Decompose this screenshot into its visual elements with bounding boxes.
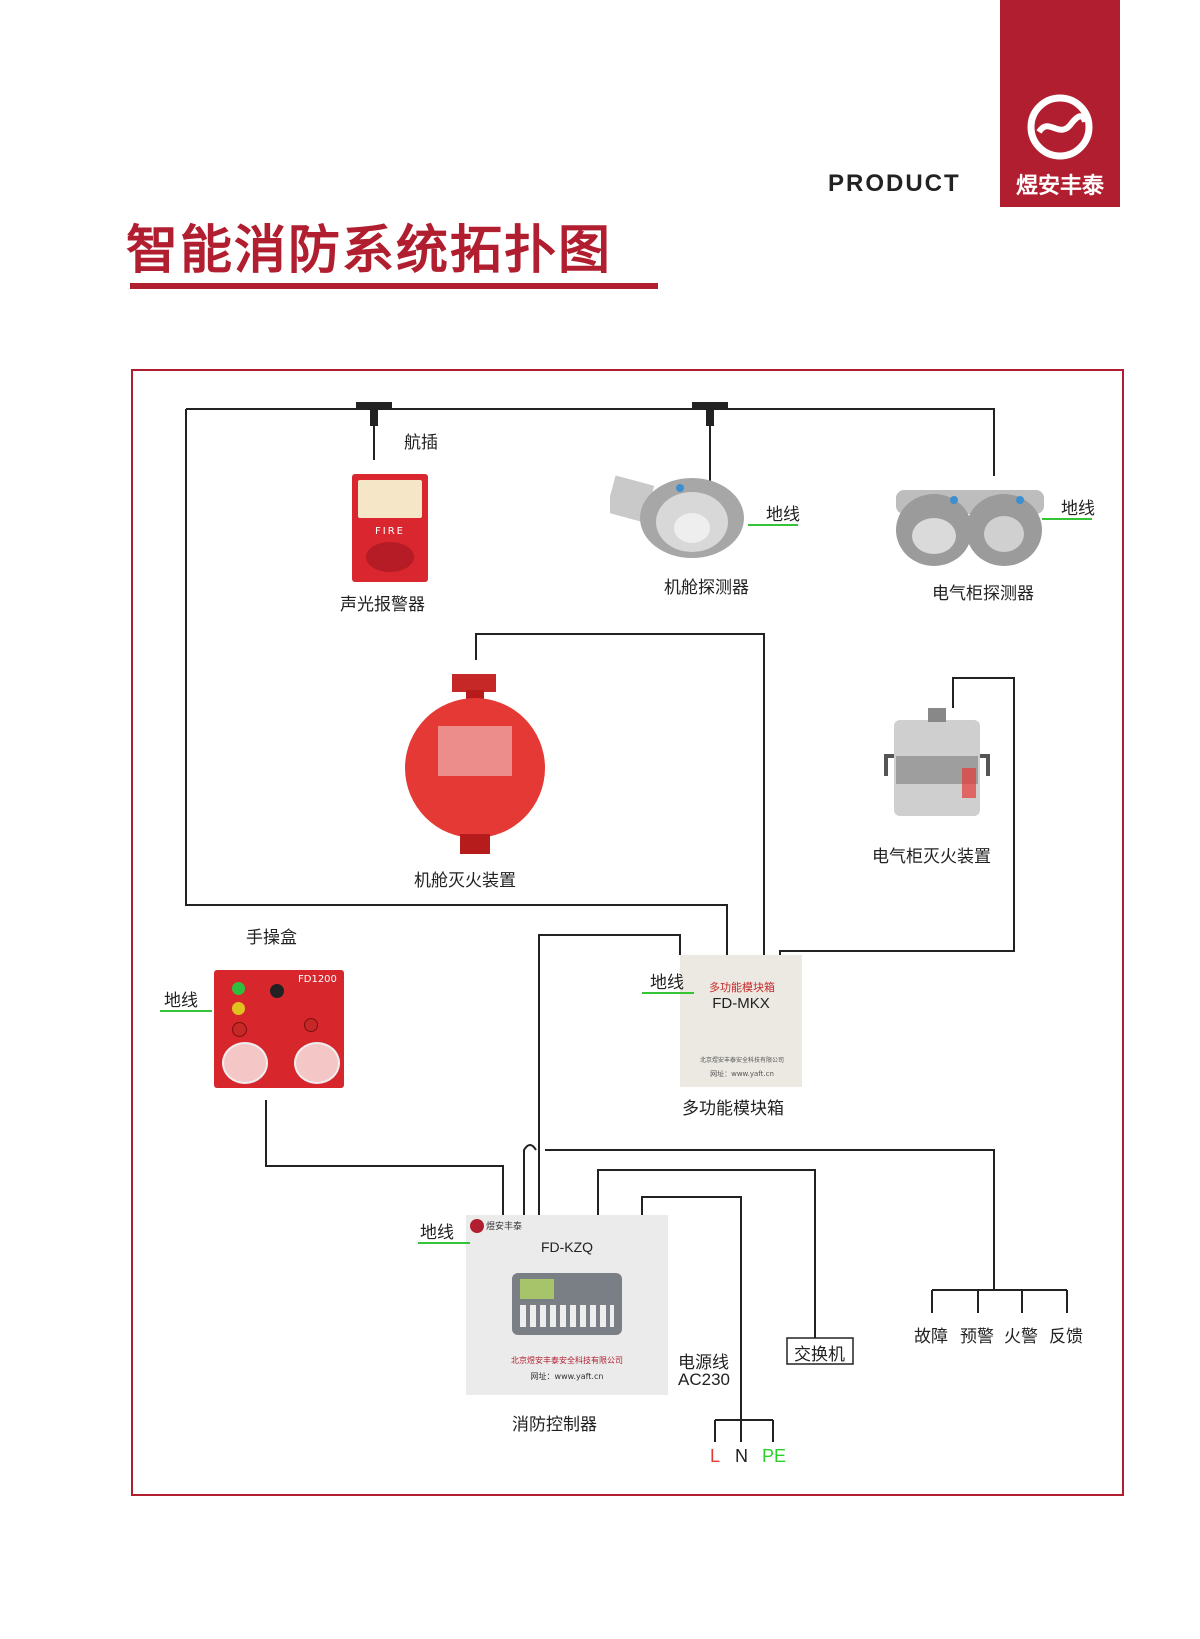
cabin-extinguisher-device — [405, 674, 545, 854]
controller-brand-icon — [470, 1219, 484, 1233]
alarm-device: FIRE — [352, 474, 428, 582]
power-l: L — [710, 1446, 721, 1466]
output-feedback: 反馈 — [1049, 1327, 1083, 1347]
cabinet-detector-device — [896, 490, 1044, 566]
controller-keypad — [512, 1273, 622, 1335]
ground-line — [1042, 518, 1092, 520]
alarm-label: 声光报警器 — [340, 595, 425, 615]
cabin-extinguisher-label: 机舱灭火装置 — [414, 871, 516, 891]
emergency-button-right — [294, 1042, 340, 1084]
strobe-lens — [358, 480, 422, 518]
cabinet-detector-label: 电气柜探测器 — [932, 584, 1034, 604]
power-label: 电源线 — [678, 1353, 729, 1373]
black-button — [270, 984, 284, 998]
manual-box-wire — [265, 1100, 504, 1215]
cabin-detector-device — [610, 475, 744, 558]
outputs-drops — [931, 1290, 1068, 1313]
controller-buttons — [520, 1305, 614, 1327]
cabinet-extinguisher-wire — [779, 677, 1015, 958]
outputs-wire — [545, 1149, 995, 1290]
left-loop-wire — [185, 409, 728, 960]
module-model: FD-MKX — [712, 995, 770, 1012]
manual-box-label: 手操盒 — [246, 928, 297, 948]
cabinet-extinguisher-device — [884, 708, 990, 816]
green-indicator — [232, 982, 245, 995]
speaker-grille — [366, 542, 414, 572]
ground-label-module-box: 地线 — [650, 973, 684, 993]
module-panel-title: 多功能模块箱 — [709, 981, 775, 994]
power-n: N — [735, 1446, 748, 1466]
controller-model: FD-KZQ — [540, 1239, 594, 1255]
brand-name: 煜安丰泰 — [1015, 174, 1104, 199]
ground-label-manual-box: 地线 — [164, 991, 198, 1011]
ground-label-controller: 地线 — [420, 1223, 454, 1243]
cabinet-extinguisher-label: 电气柜灭火装置 — [872, 847, 991, 867]
controller-website: 网址：www.yaft.cn — [530, 1372, 604, 1381]
red-indicator — [232, 1022, 247, 1037]
controller-company: 北京煜安丰泰安全科技有限公司 — [511, 1356, 623, 1365]
module-company: 北京煜安丰泰安全科技有限公司 — [699, 1057, 784, 1064]
brand-logo-icon — [1027, 94, 1093, 160]
controller-label: 消防控制器 — [512, 1415, 597, 1435]
manual-box-device: FD1200 — [214, 970, 344, 1088]
ground-line — [748, 524, 798, 526]
page-title: 智能消防系统拓扑图 — [126, 221, 613, 281]
manual-box-model: FD1200 — [298, 974, 337, 985]
switch-box — [786, 1337, 854, 1365]
output-prewarning: 预警 — [960, 1327, 994, 1347]
extinguisher-wire — [475, 633, 765, 955]
ground-label-cabinet-detector: 地线 — [1061, 499, 1095, 519]
controller-module-wire — [538, 934, 681, 1215]
top-bus-wire — [186, 408, 995, 476]
ground-label-cabin-detector: 地线 — [766, 505, 800, 525]
red-button-small — [304, 1018, 318, 1032]
switch-wire — [597, 1169, 816, 1338]
controller-device: 煜安丰泰 FD-KZQ 北京煜安丰泰安全科技有限公司 网址：www.yaft.c… — [466, 1215, 668, 1395]
controller-panel-brand: 煜安丰泰 — [486, 1222, 523, 1232]
connector-label: 航插 — [404, 433, 438, 453]
switch-label: 交换机 — [794, 1345, 845, 1365]
output-fault: 故障 — [914, 1327, 948, 1347]
brand-logo-box — [1000, 0, 1120, 207]
alarm-face-text: FIRE — [375, 526, 405, 537]
power-split — [714, 1419, 774, 1442]
emergency-button-left — [222, 1042, 268, 1084]
output-fire-alarm: 火警 — [1004, 1327, 1038, 1347]
crossover-wire — [523, 1144, 537, 1215]
power-voltage: AC230 — [678, 1370, 730, 1389]
product-label: PRODUCT — [828, 170, 961, 197]
yellow-indicator — [232, 1002, 245, 1015]
module-box-label: 多功能模块箱 — [682, 1099, 784, 1119]
ground-line — [642, 992, 694, 994]
power-pe: PE — [762, 1446, 787, 1466]
diagram-frame — [131, 369, 1124, 1496]
power-wire — [641, 1196, 742, 1420]
ground-line — [418, 1242, 470, 1244]
cabin-detector-label: 机舱探测器 — [664, 578, 749, 598]
module-website: 网址：www.yaft.cn — [710, 1070, 774, 1078]
title-underline — [130, 283, 658, 289]
module-box-device: 多功能模块箱 FD-MKX 北京煜安丰泰安全科技有限公司 网址：www.yaft… — [680, 955, 802, 1087]
controller-display — [520, 1279, 554, 1299]
ground-line — [160, 1010, 212, 1012]
